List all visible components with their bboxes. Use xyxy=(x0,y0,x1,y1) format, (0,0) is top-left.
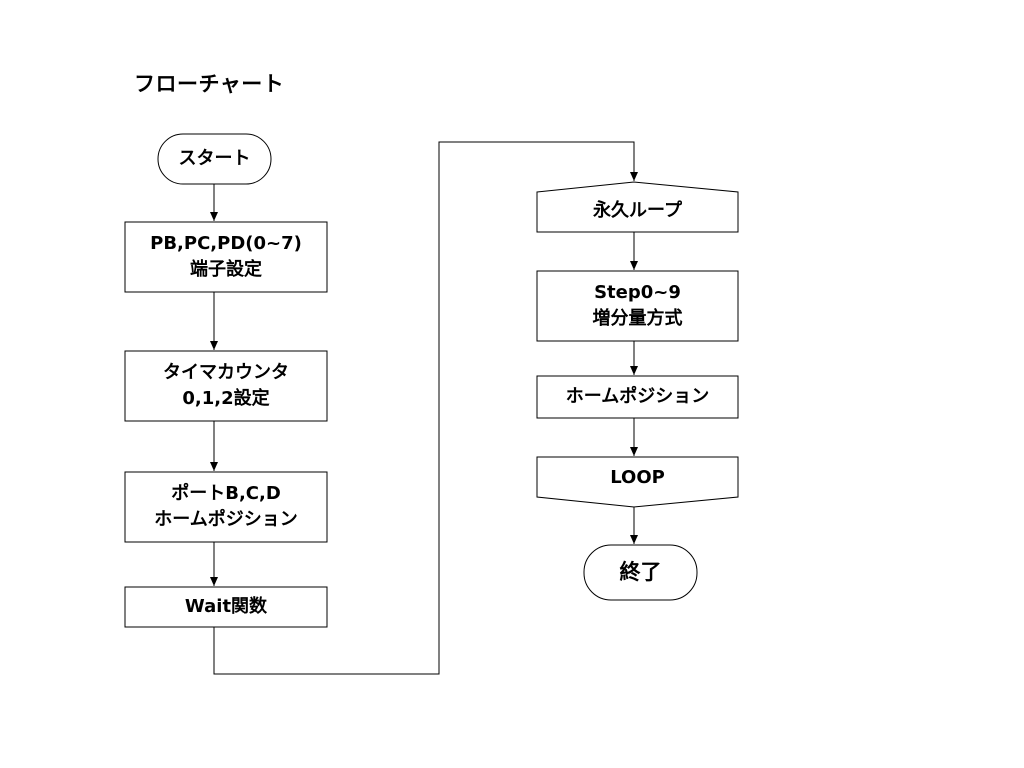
port-setup-box xyxy=(124,221,328,293)
step-line2: 増分量方式 xyxy=(592,308,683,329)
end-node: 終了 xyxy=(584,545,697,600)
timer-setup-line2: 0,1,2設定 xyxy=(182,388,270,409)
page-title: フローチャート xyxy=(134,72,285,96)
loop-start-shape xyxy=(536,181,739,233)
start-node: スタート xyxy=(158,134,271,184)
loop-end-shape xyxy=(536,456,739,508)
step-node: Step0~9 増分量方式 xyxy=(537,271,738,341)
step-line1: Step0~9 xyxy=(594,281,681,303)
home-position-label: ホームポジション xyxy=(565,385,710,407)
port-setup-node: PB,PC,PD(0~7) 端子設定 xyxy=(125,222,327,292)
forever-loop-label: 永久ループ xyxy=(593,199,682,221)
timer-setup-line1: タイマカウンタ xyxy=(163,361,289,383)
connector-wait-to-loop xyxy=(213,141,638,675)
wait-node: Wait関数 xyxy=(125,587,327,627)
port-setup-line2: 端子設定 xyxy=(190,259,262,280)
loop-end-label: LOOP xyxy=(610,466,665,488)
wait-box xyxy=(124,586,328,628)
timer-setup-box xyxy=(124,350,328,422)
end-terminal-shape xyxy=(583,544,698,601)
timer-setup-node: タイマカウンタ 0,1,2設定 xyxy=(125,351,327,421)
forever-loop-node: 永久ループ xyxy=(537,190,738,232)
step-box xyxy=(536,270,739,342)
port-setup-line1: PB,PC,PD(0~7) xyxy=(150,232,302,254)
start-label: スタート xyxy=(178,147,251,169)
home-position-box xyxy=(536,375,739,419)
port-home-box xyxy=(124,471,328,543)
port-home-node: ポートB,C,D ホームポジション xyxy=(125,472,327,542)
port-home-line2: ホームポジション xyxy=(154,509,298,530)
loop-end-node: LOOP xyxy=(537,457,738,499)
home-position-node: ホームポジション xyxy=(537,376,738,418)
port-home-line1: ポートB,C,D xyxy=(171,482,281,504)
wait-label: Wait関数 xyxy=(184,595,268,617)
end-label: 終了 xyxy=(619,560,662,585)
